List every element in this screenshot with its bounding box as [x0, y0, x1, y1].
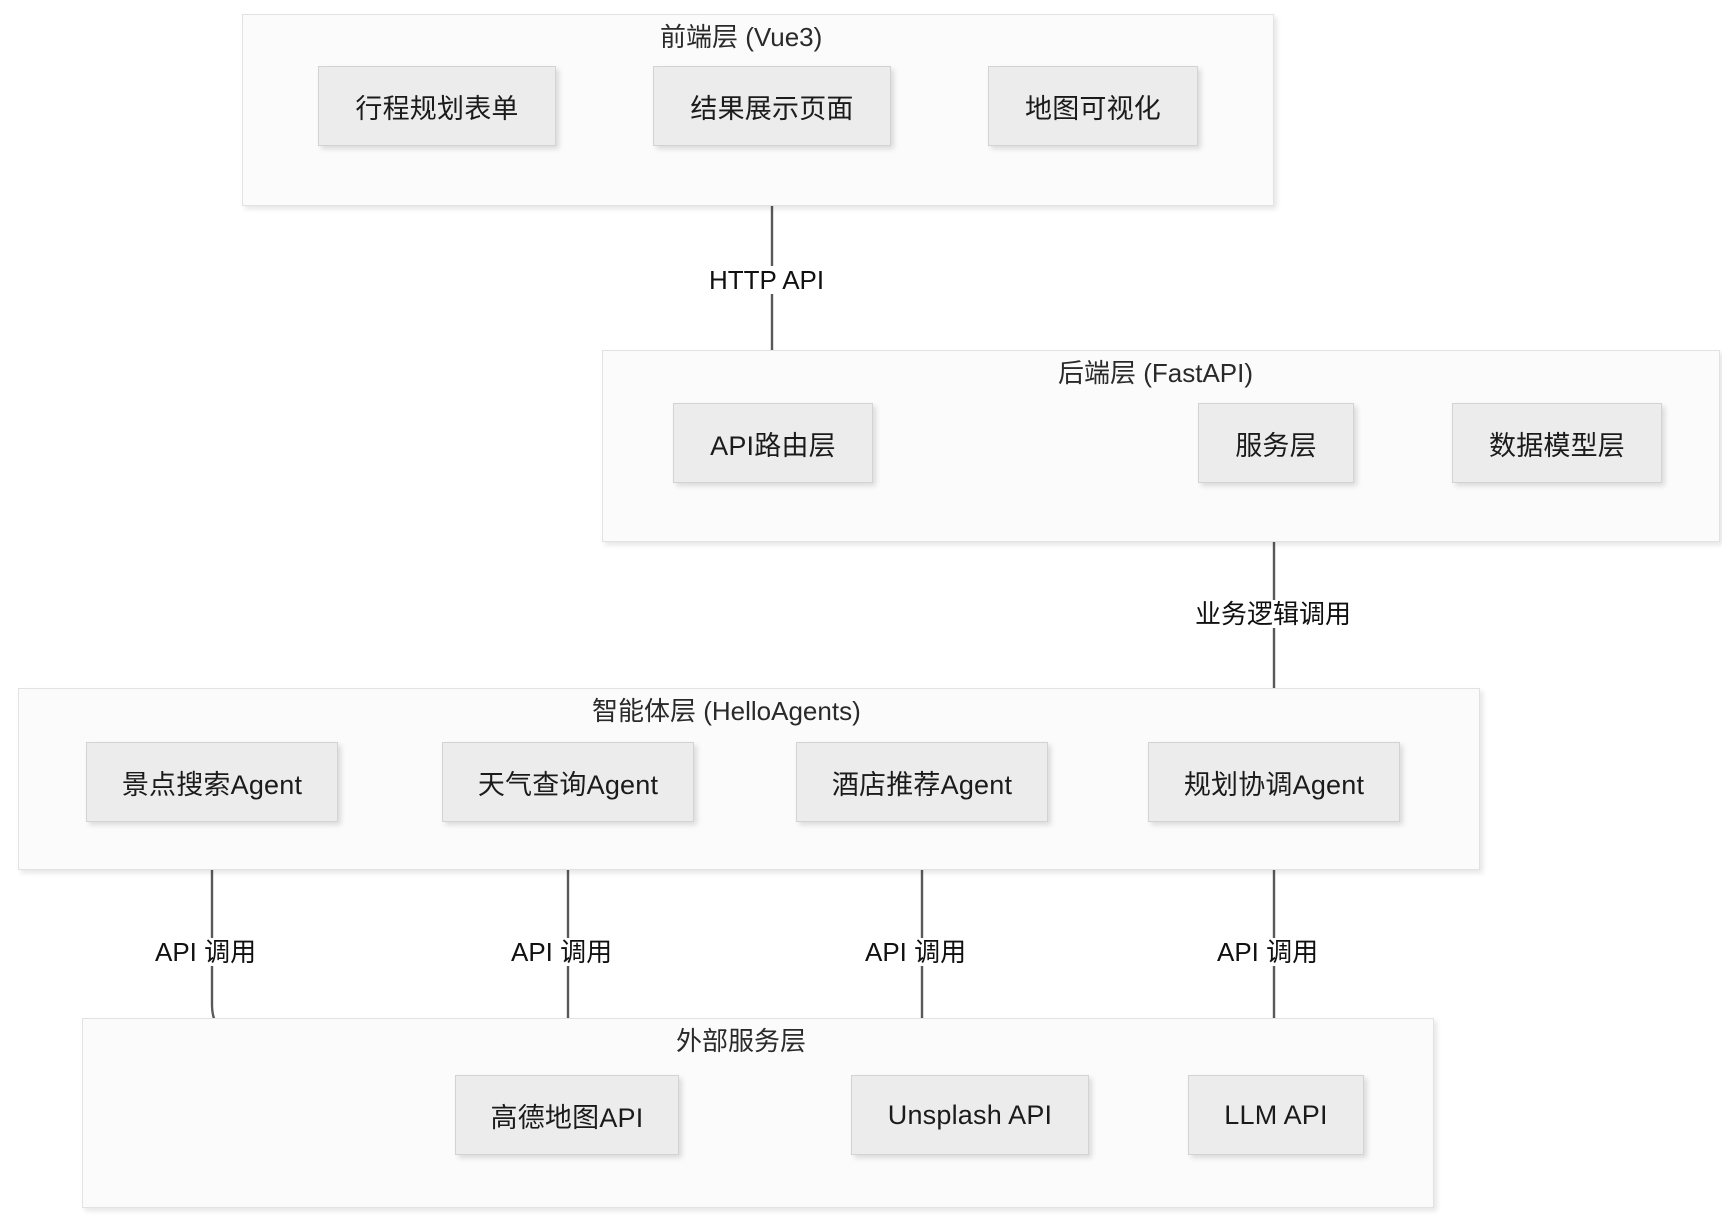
node-map-visualization[interactable]: 地图可视化: [988, 66, 1198, 146]
node-data-model-layer[interactable]: 数据模型层: [1452, 403, 1662, 483]
node-service-layer[interactable]: 服务层: [1198, 403, 1354, 483]
edge-label-business-logic: 业务逻辑调用: [1190, 600, 1357, 628]
node-result-display-page[interactable]: 结果展示页面: [653, 66, 891, 146]
node-poi-search-agent[interactable]: 景点搜索Agent: [86, 742, 338, 822]
node-llm-api[interactable]: LLM API: [1188, 1075, 1364, 1155]
layer-backend-title: 后端层 (FastAPI): [1058, 358, 1254, 388]
node-unsplash-api[interactable]: Unsplash API: [851, 1075, 1089, 1155]
layer-external-services-title: 外部服务层: [676, 1026, 807, 1056]
layer-agents-title: 智能体层 (HelloAgents): [592, 696, 861, 726]
node-planner-agent[interactable]: 规划协调Agent: [1148, 742, 1400, 822]
node-weather-query-agent[interactable]: 天气查询Agent: [442, 742, 694, 822]
edge-label-api-call-poi: API 调用: [150, 938, 262, 966]
edge-label-api-call-weather: API 调用: [506, 938, 618, 966]
node-amap-api[interactable]: 高德地图API: [455, 1075, 679, 1155]
node-trip-planning-form[interactable]: 行程规划表单: [318, 66, 556, 146]
layer-frontend-title: 前端层 (Vue3): [660, 22, 823, 52]
edge-label-api-call-planner: API 调用: [1212, 938, 1324, 966]
edge-label-http-api: HTTP API: [704, 266, 830, 294]
edge-label-api-call-hotel: API 调用: [860, 938, 972, 966]
node-api-router-layer[interactable]: API路由层: [673, 403, 873, 483]
node-hotel-recommend-agent[interactable]: 酒店推荐Agent: [796, 742, 1048, 822]
